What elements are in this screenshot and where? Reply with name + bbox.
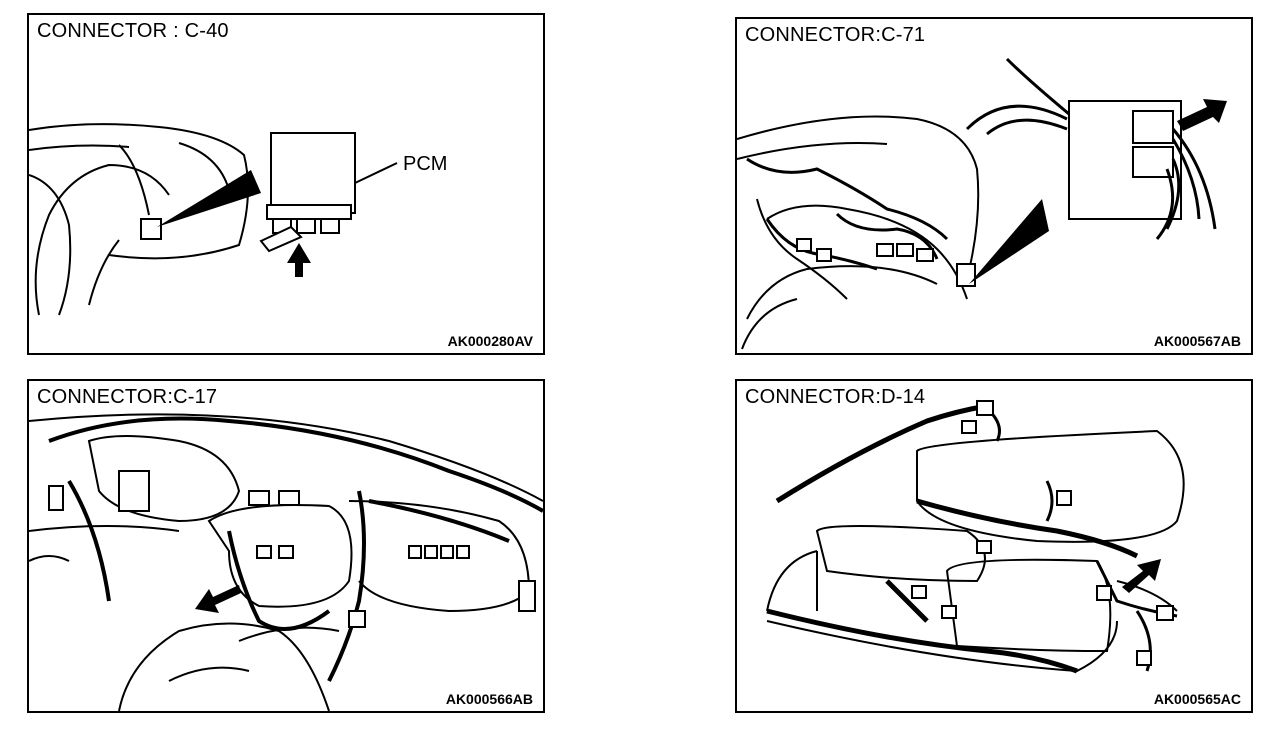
figure-code: AK000565AC [1153,691,1241,707]
c40-dashboard-illustration [29,123,398,316]
figure-code: AK000280AV [447,333,533,349]
panel-connector-c71: CONNECTOR:C-71 [735,17,1253,355]
panel-connector-d14: CONNECTOR:D-14 [735,379,1253,713]
figure-code: AK000567AB [1153,333,1241,349]
figure-code: AK000566AB [445,691,533,707]
panel-title: CONNECTOR:C-71 [745,24,926,46]
panel-title: CONNECTOR:C-17 [37,386,218,408]
pcm-label: PCM [403,153,448,175]
d14-floor-illustration [766,399,1185,674]
c71-dashboard-illustration [737,57,1227,350]
panel-title: CONNECTOR : C-40 [37,20,229,42]
panel-title: CONNECTOR:D-14 [745,386,926,408]
panel-connector-c17: CONNECTOR:C-17 [27,379,545,713]
c17-dashboard-illustration [29,413,543,711]
panel-connector-c40: CONNECTOR : C-40 PCM AK000280AV [27,13,545,355]
